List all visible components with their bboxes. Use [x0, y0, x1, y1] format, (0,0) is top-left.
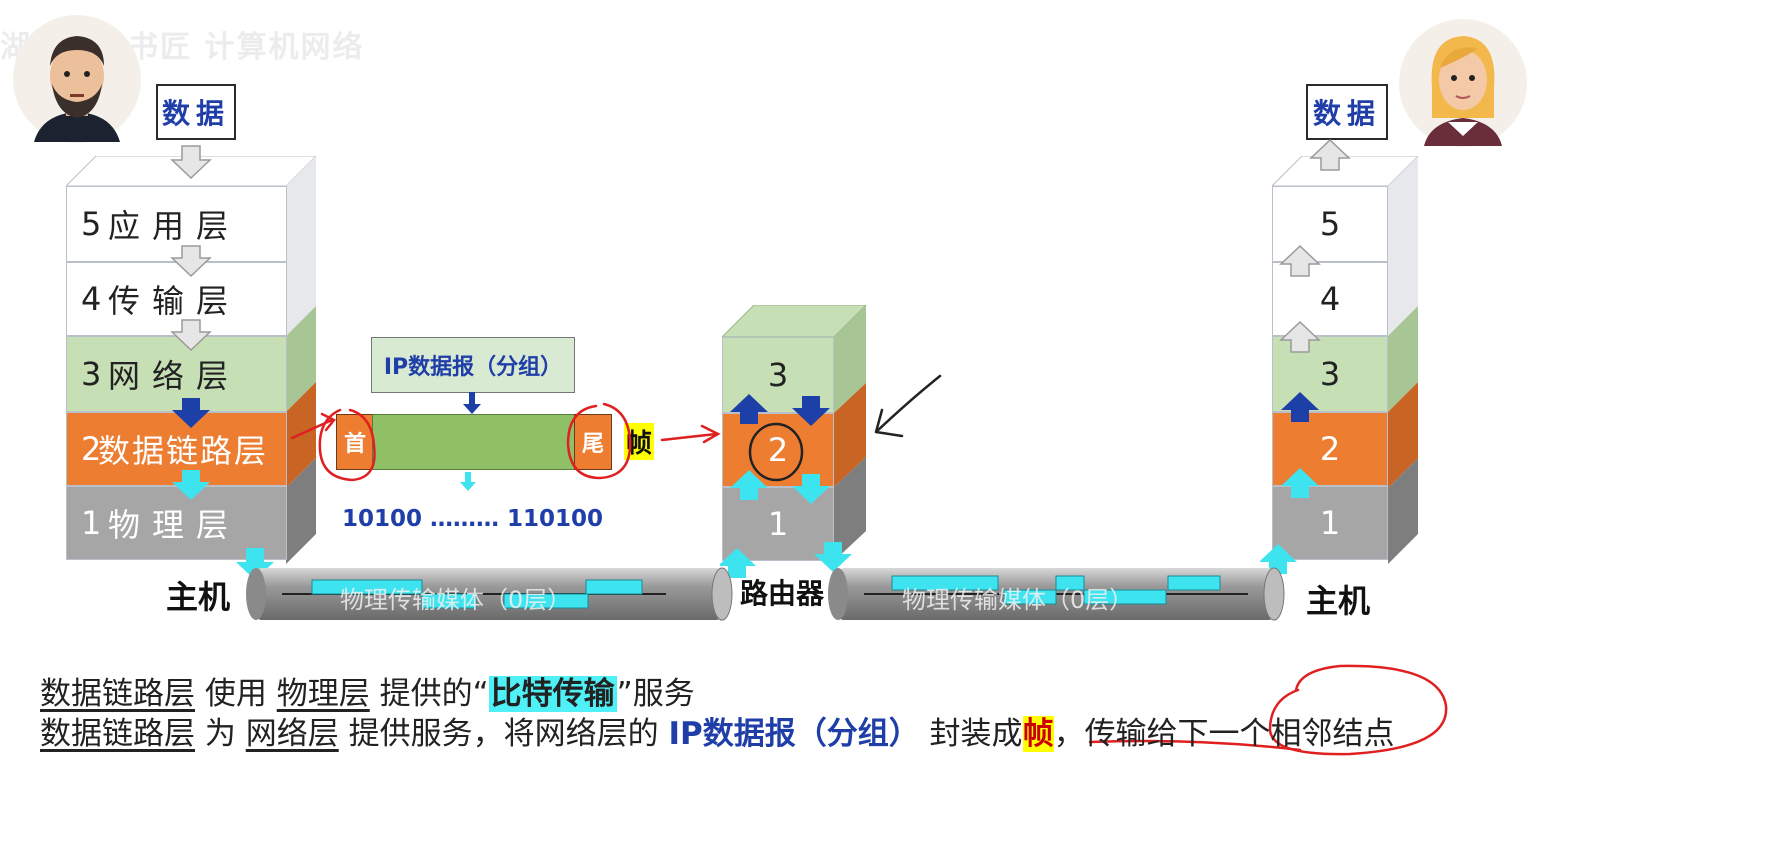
- receiver-stack-3d: [1272, 156, 1419, 564]
- caption-text: 封装成: [919, 716, 1023, 752]
- arrow-down-icon: [814, 542, 852, 572]
- packet-label-box: IP数据报（分组）: [371, 337, 575, 393]
- arrow-down-icon: [460, 472, 476, 491]
- teacher-avatar-icon: [13, 15, 141, 143]
- caption-line-1: 数据链路层 使用 物理层 提供的“比特传输”服务: [40, 668, 695, 713]
- medium-pipe-right: [828, 567, 1285, 621]
- medium-pipe-left: [246, 567, 733, 621]
- layer-name: 数据链路层: [97, 432, 268, 470]
- layer-name: 网络层: [107, 357, 240, 395]
- caption-text: 使用: [195, 676, 277, 712]
- arrow-up-icon: [730, 470, 768, 500]
- router-label: 路由器: [740, 577, 825, 610]
- caption-frame: 帧: [1022, 716, 1054, 752]
- layer-number: 5: [81, 205, 102, 243]
- arrow-up-icon: [1281, 392, 1319, 422]
- layer-number: 1: [767, 505, 789, 543]
- caption-highlight: 比特传输: [488, 676, 617, 712]
- layer-number: 3: [81, 355, 102, 393]
- receiver-layer-5: 5: [1272, 186, 1388, 262]
- arrow-up-icon: [1260, 544, 1297, 574]
- layer-name: 应用层: [107, 207, 240, 245]
- receiver-layer-1: 1: [1272, 486, 1388, 560]
- caption-term: 数据链路层: [40, 716, 195, 752]
- receiver-data-box: 数据: [1306, 84, 1388, 140]
- sender-host-label: 主机: [166, 578, 231, 616]
- bit-stream: 10100 ……… 110100: [342, 506, 604, 532]
- layer-number: 2: [81, 430, 102, 468]
- frame-trailer: 尾: [574, 414, 612, 470]
- caption-term: 物理层: [276, 676, 370, 712]
- caption-text: ”服务: [616, 676, 695, 712]
- caption-line-2: 数据链路层 为 网络层 提供服务，将网络层的 IP数据报（分组） 封装成帧，传输…: [40, 708, 1395, 753]
- caption-text: 为: [195, 716, 246, 752]
- layer-number: 4: [81, 280, 102, 318]
- receiver-up-arrows: [1260, 138, 1351, 574]
- medium-label-right: 物理传输媒体（0层）: [902, 586, 1134, 614]
- caption-term: 网络层: [245, 716, 339, 752]
- sender-down-arrows: [170, 145, 274, 580]
- arrow-down-icon: [172, 470, 210, 500]
- packet-label: IP数据报（分组）: [383, 355, 563, 380]
- arrow-up-icon: [730, 394, 768, 424]
- caption-text: 提供服务，将网络层的: [338, 716, 669, 752]
- receiver-host-label: 主机: [1306, 582, 1371, 620]
- arrow-down-icon: [236, 548, 274, 580]
- sender-data-box: 数据: [156, 84, 236, 140]
- layer-name: 物理层: [107, 506, 240, 544]
- sender-layer-1: 1 物理层: [66, 486, 287, 560]
- arrow-up-icon: [720, 548, 756, 578]
- layer-number: 1: [81, 504, 102, 542]
- layer-name: 传输层: [107, 282, 240, 320]
- arrow-up-icon: [1309, 138, 1351, 171]
- arrow-up-icon: [1279, 320, 1321, 353]
- caption-term: 数据链路层: [40, 676, 195, 712]
- router-stack-3d: [722, 305, 867, 561]
- receiver-layer-2: 2: [1272, 412, 1388, 486]
- layer-number: 3: [767, 356, 789, 394]
- layer-number: 3: [1319, 355, 1341, 393]
- caption-text: ，: [1053, 716, 1085, 752]
- arrow-down-icon: [792, 474, 830, 504]
- arrow-down-icon: [170, 319, 212, 352]
- arrow-up-icon: [1281, 468, 1319, 498]
- sender-layer-3: 3 网络层: [66, 336, 287, 412]
- woman-avatar-icon: [1399, 19, 1527, 147]
- caption-text: 提供的“: [369, 676, 489, 712]
- arrow-up-icon: [1279, 244, 1321, 277]
- sender-layer-4: 4 传输层: [66, 262, 287, 336]
- layer-number: 2: [1319, 430, 1341, 468]
- router-layer-3: 3: [722, 337, 834, 413]
- layer-number: 5: [1319, 205, 1341, 243]
- caption-text: 传输给下一个相邻结点: [1084, 716, 1395, 752]
- medium-label-left: 物理传输媒体（0层）: [340, 586, 572, 614]
- caption-ip-datagram: IP数据报（分组）: [668, 716, 920, 752]
- sender-stack-3d: [66, 156, 317, 564]
- arrow-down-icon: [792, 396, 830, 426]
- router-arrows: [720, 394, 852, 578]
- arrow-down-icon: [463, 392, 481, 414]
- layer-number: 2: [767, 431, 789, 469]
- arrow-down-icon: [172, 398, 210, 428]
- arrow-down-icon: [170, 145, 212, 180]
- frame-header: 首: [336, 414, 374, 470]
- arrow-down-icon: [170, 245, 212, 278]
- layer-number: 4: [1319, 280, 1341, 318]
- layer-number: 1: [1319, 504, 1341, 542]
- frame-payload: [372, 414, 576, 470]
